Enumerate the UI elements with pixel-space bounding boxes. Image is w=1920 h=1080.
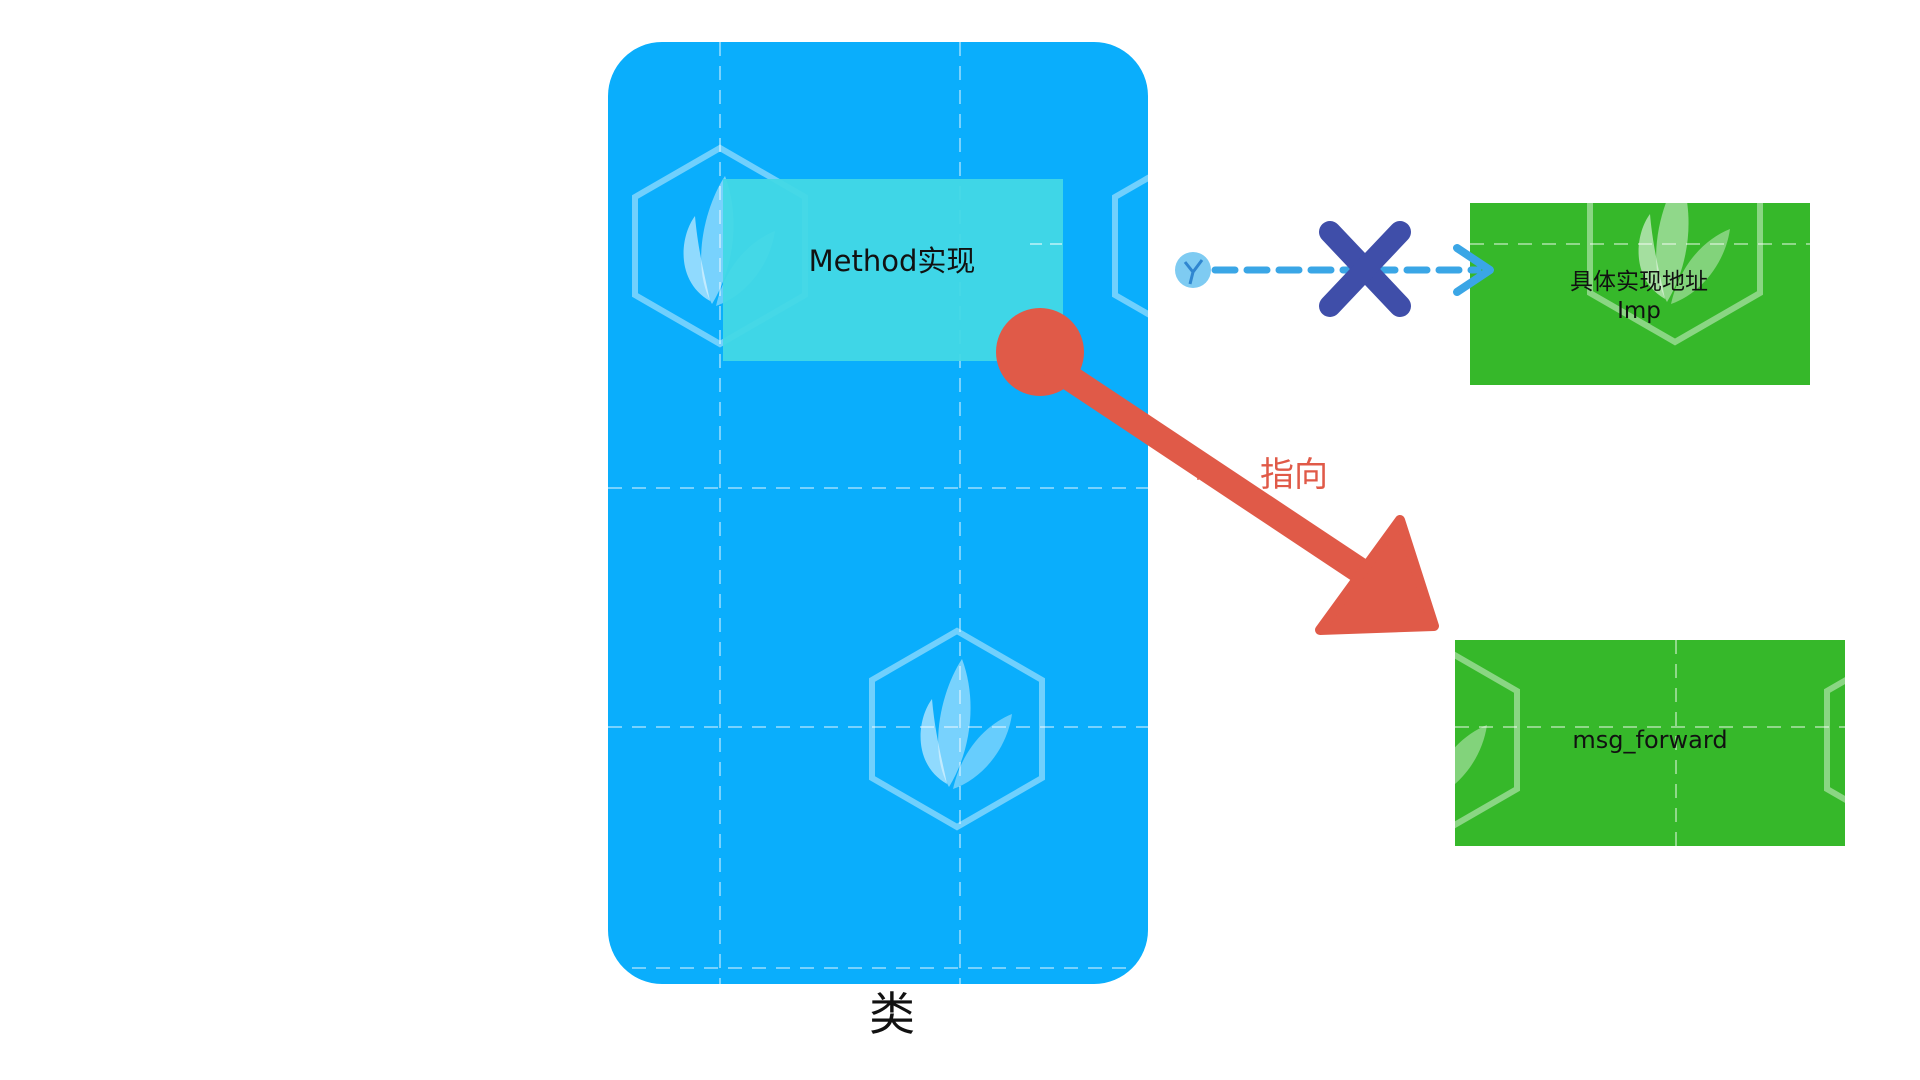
- forward-label: msg_forward: [1572, 726, 1728, 754]
- points-to-arrow: [996, 308, 1439, 635]
- forward-box-watermark: [1455, 640, 1845, 846]
- imp-label-line1: 具体实现地址: [1570, 269, 1708, 295]
- forward-box-rect: [1455, 640, 1845, 846]
- blocked-link-arrow: [1175, 221, 1494, 317]
- imp-box: [1470, 146, 1810, 385]
- imp-label: 具体实现地址 Imp: [1469, 268, 1809, 326]
- points-to-arrowhead: [1315, 515, 1439, 635]
- forward-box: [1455, 640, 1845, 846]
- cross-icon: [1319, 221, 1411, 317]
- method-label: Method实现: [808, 244, 976, 278]
- points-to-line: [1042, 355, 1405, 605]
- imp-box-watermark: [1470, 146, 1810, 342]
- dashed-link-arrowhead: [1453, 244, 1494, 296]
- points-to-label: 指向: [1260, 455, 1328, 495]
- class-label: 类: [869, 987, 915, 1041]
- imp-label-line2: Imp: [1617, 298, 1661, 324]
